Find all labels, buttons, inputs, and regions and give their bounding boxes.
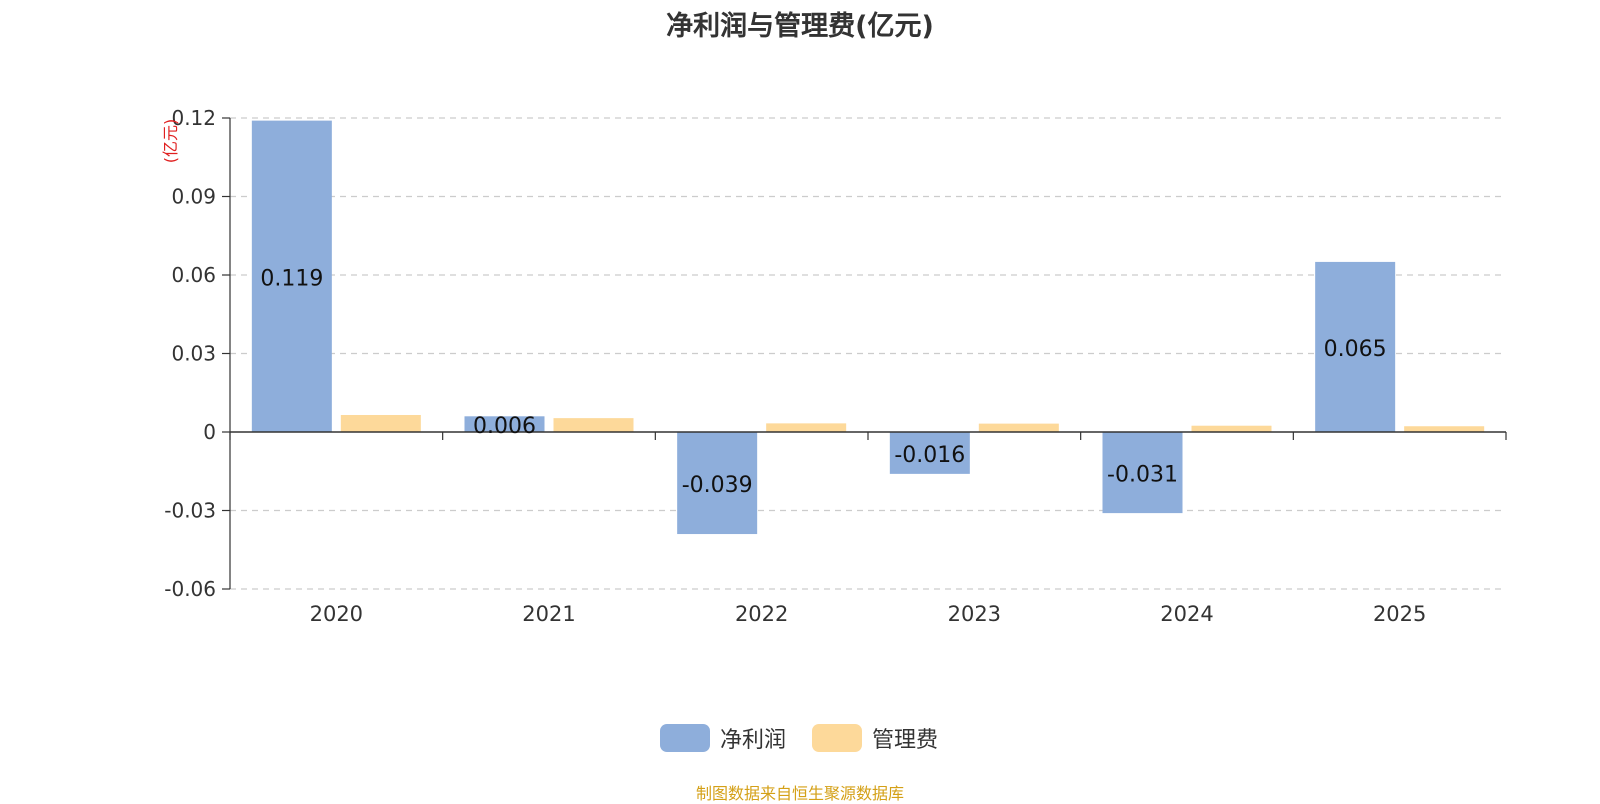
source-note: 制图数据来自恒生聚源数据库 — [695, 784, 904, 803]
legend-item-admin-expense[interactable]: 管理费 — [812, 722, 938, 754]
bar-net-profit — [1102, 432, 1183, 514]
x-tick-label: 2020 — [310, 602, 363, 626]
x-tick-label: 2023 — [948, 602, 1001, 626]
bar-admin-expense — [340, 414, 421, 432]
bar-admin-expense — [1191, 425, 1272, 432]
legend-swatch-admin-expense — [812, 724, 863, 752]
data-label: -0.039 — [682, 473, 753, 498]
x-tick-label: 2024 — [1160, 602, 1213, 626]
y-tick-label: 0 — [203, 420, 216, 444]
legend: 净利润 管理费 — [660, 722, 938, 754]
bar-admin-expense — [553, 418, 634, 432]
data-label: 0.065 — [1324, 337, 1387, 362]
legend-swatch-net-profit — [660, 724, 710, 752]
labels: 0.12 0.09 0.06 0.03 0 -0.03 -0.06 (亿元) 0.119 2020… — [161, 106, 1426, 626]
bar-net-profit — [889, 432, 970, 474]
axes — [222, 117, 1507, 590]
bar-net-profit — [677, 432, 758, 535]
bar-net-profit — [251, 120, 332, 432]
legend-label-admin-expense: 管理费 — [872, 728, 939, 753]
y-tick-label: 0.12 — [171, 106, 216, 130]
bars — [251, 120, 1485, 535]
bar-admin-expense — [766, 423, 847, 432]
y-tick-label: 0.06 — [171, 263, 216, 287]
bar-admin-expense — [978, 423, 1059, 432]
data-label: -0.016 — [894, 443, 965, 468]
x-tick-label: 2025 — [1373, 602, 1426, 626]
data-label: 0.006 — [473, 414, 536, 439]
data-label: -0.031 — [1107, 463, 1178, 488]
legend-label-net-profit: 净利润 — [720, 728, 787, 753]
bar-net-profit — [464, 416, 545, 432]
y-tick-label: -0.06 — [164, 577, 216, 601]
bar-admin-expense — [1404, 426, 1485, 432]
y-tick-label: 0.09 — [171, 185, 216, 209]
grid-lines — [230, 117, 1506, 590]
y-tick-label: 0.03 — [171, 342, 216, 366]
x-tick-label: 2022 — [735, 602, 788, 626]
data-label: 0.119 — [260, 266, 323, 291]
y-tick-label: -0.03 — [164, 499, 216, 523]
chart-title: 净利润与管理费(亿元) — [666, 11, 934, 42]
y-axis-label: (亿元) — [161, 119, 180, 164]
bar-net-profit — [1315, 261, 1396, 432]
x-tick-label: 2021 — [522, 602, 575, 626]
legend-item-net-profit[interactable]: 净利润 — [660, 722, 786, 754]
